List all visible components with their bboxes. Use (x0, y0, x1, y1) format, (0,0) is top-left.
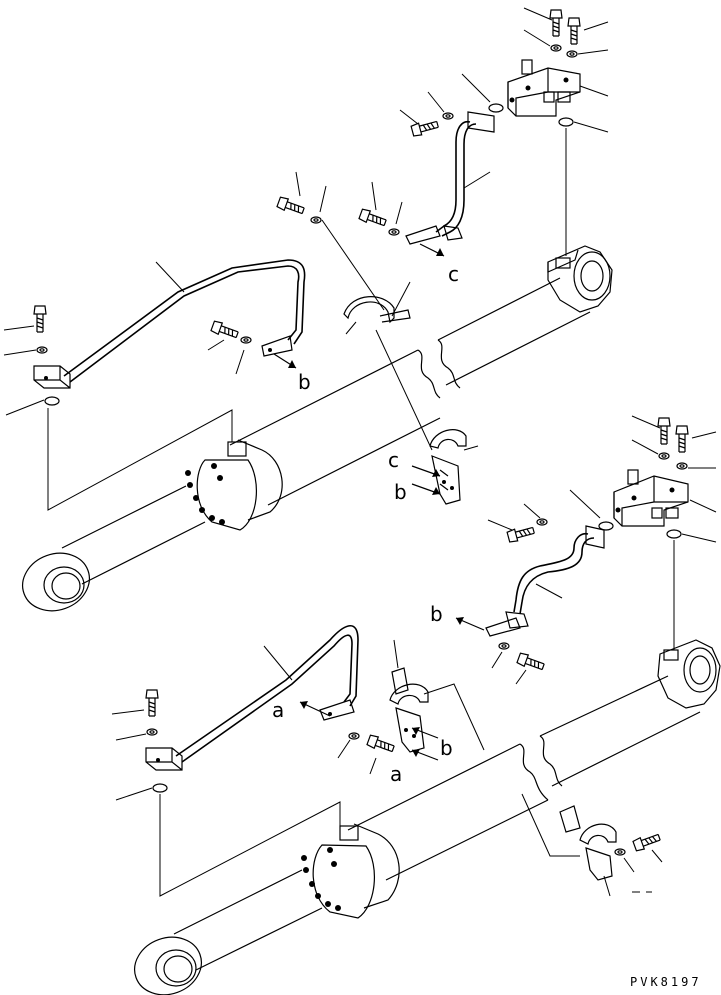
upper-piston-rod (61, 485, 206, 585)
lower-piston-rod (173, 869, 323, 971)
lower-head-clamp-bolt (632, 830, 662, 853)
lower-head-end-tube (485, 525, 605, 637)
lower-callout-a-arrow: a (272, 698, 284, 722)
upper-c-bolt (358, 207, 388, 230)
upper-cylinder-assembly: b c (3, 7, 613, 612)
lower-cylinder-gland-nut (301, 823, 400, 919)
lower-head-clamp (559, 805, 617, 881)
lower-cylinder-head-boss (657, 639, 721, 709)
lower-head-clamp-washer (614, 848, 626, 856)
upper-port-block-oring (44, 396, 60, 406)
upper-valve-washer-2 (566, 50, 578, 58)
lower-valve-bolt-1 (657, 417, 671, 445)
upper-rod-eye (22, 552, 90, 612)
upper-cylinder-head-boss (547, 245, 613, 313)
lower-callout-b-clamp: b (440, 736, 453, 760)
lower-rod-end-port-block (145, 747, 183, 771)
upper-tube-washer (240, 336, 252, 344)
lower-port-block-oring (152, 783, 168, 793)
lower-valve-oring (666, 529, 682, 539)
lower-valve-washer-2 (676, 462, 688, 470)
upper-valve-oring (558, 117, 574, 127)
upper-head-end-tube (405, 111, 495, 245)
upper-rod-end-tube (63, 259, 306, 383)
upper-port-block-washer (36, 346, 48, 354)
lower-tube-clamp-washer (498, 642, 510, 650)
upper-tube-clamp-bolt (210, 319, 240, 342)
lower-port-block-bolt (145, 689, 159, 717)
lower-barrel-clamp (389, 667, 429, 753)
lower-flange-washer (536, 518, 548, 526)
lower-cylinder-assembly: a a b (111, 415, 721, 995)
upper-rod-end-port-block (33, 365, 71, 389)
upper-valve-washer-1 (550, 44, 562, 52)
lower-callout-b-arrow: b (430, 602, 443, 626)
upper-flange-washer (442, 112, 454, 120)
lower-rod-end-tube (175, 624, 359, 763)
upper-callout-b-arrow: b (298, 370, 311, 394)
lower-tube-washer (348, 732, 360, 740)
upper-barrel-clamp (429, 429, 467, 505)
upper-callout-b-clamp: b (394, 480, 407, 504)
upper-c-washer (388, 228, 400, 236)
lower-tube-bolt (366, 733, 396, 756)
lower-valve-bolt-2 (675, 425, 689, 453)
lower-valve-washer-1 (658, 452, 670, 460)
upper-cylinder-gland-nut (185, 439, 283, 531)
upper-safety-valve-block (507, 59, 581, 117)
lower-callout-a-bolt: a (390, 762, 402, 786)
lower-rod-eye (134, 936, 202, 995)
upper-callout-c-arrow: c (448, 262, 459, 286)
lower-port-block-washer (146, 728, 158, 736)
lower-tube-clamp-bolt (516, 651, 546, 674)
upper-barrel-break (417, 339, 461, 399)
lower-cylinder-barrel (347, 675, 701, 881)
upper-clamp-washer (310, 216, 322, 224)
upper-flange-oring (488, 103, 504, 113)
upper-clamp-bolt (276, 195, 306, 218)
drawing-code: PVK8197 (630, 975, 702, 989)
lower-barrel-break (519, 735, 563, 801)
lower-safety-valve-block (613, 469, 689, 527)
upper-cylinder-barrel (229, 277, 591, 506)
upper-valve-bolt-2 (567, 17, 581, 45)
lower-flange-bolt (506, 523, 536, 544)
lower-flange-oring (598, 521, 614, 531)
upper-callout-c-clamp: c (388, 448, 399, 472)
upper-port-block-bolt (33, 305, 47, 333)
upper-valve-bolt-1 (549, 9, 563, 37)
